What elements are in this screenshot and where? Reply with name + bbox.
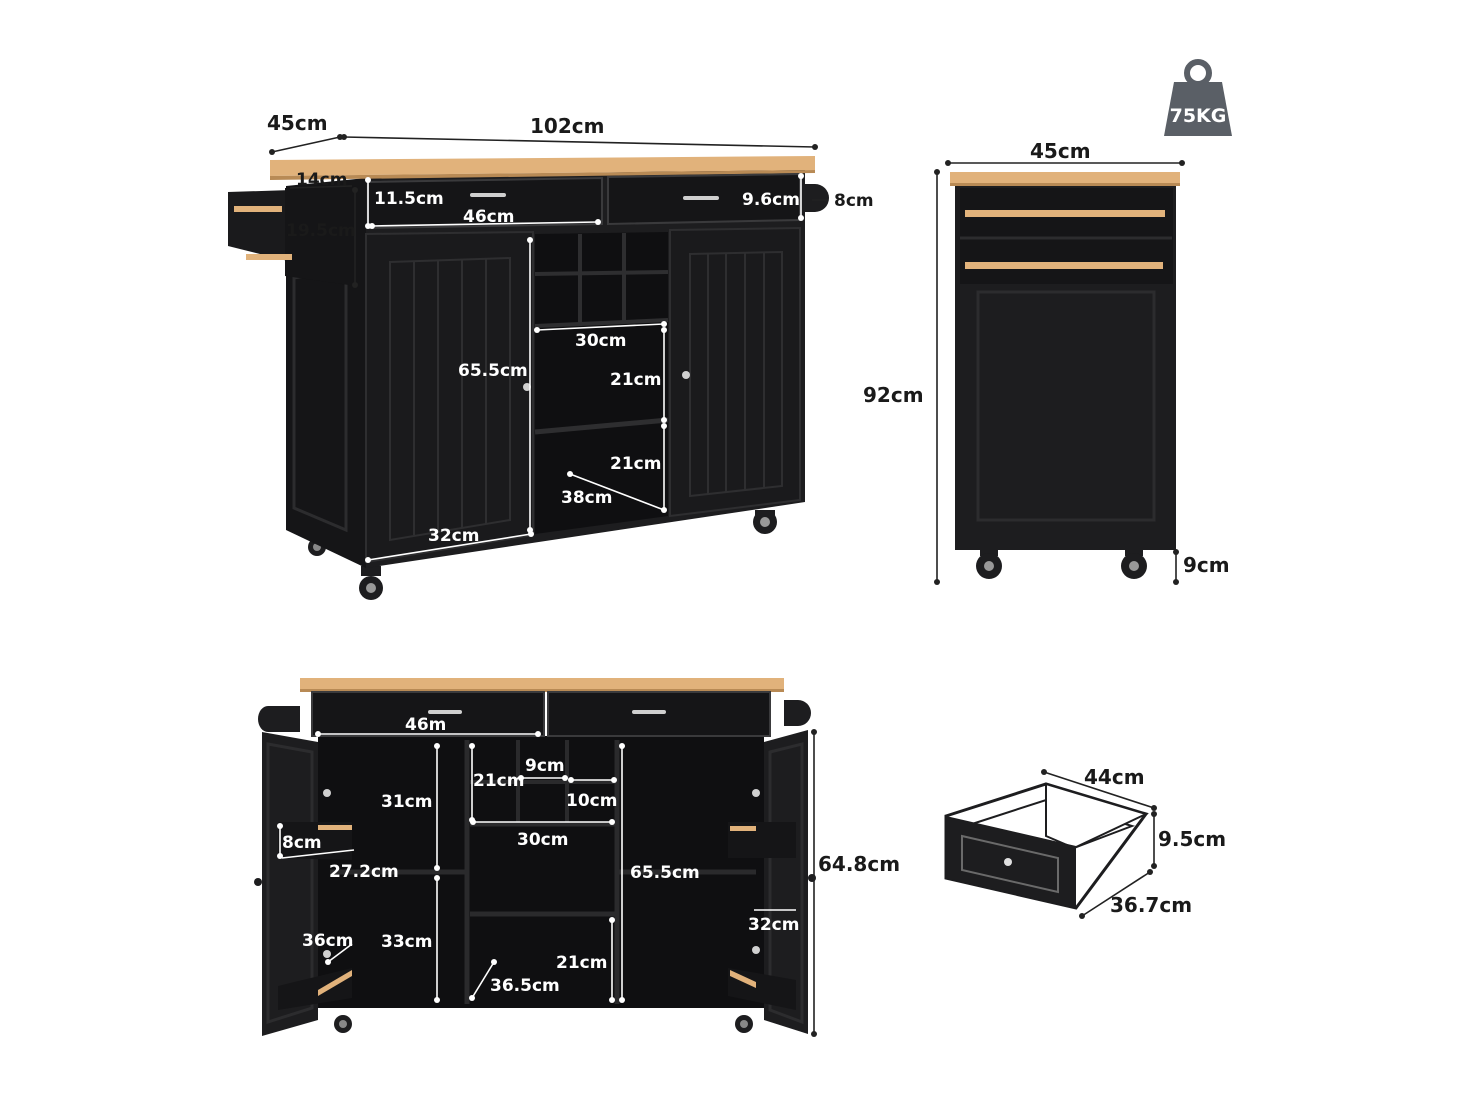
side-wheel-right: [1121, 548, 1147, 579]
drawer-handle-icon: [683, 196, 719, 200]
left-upper-label: 31cm: [381, 792, 432, 812]
wine-height-label: 21cm: [473, 771, 524, 791]
weight-kettlebell-icon: 75KG: [1164, 59, 1232, 136]
side-wheel-left: [976, 548, 1002, 579]
door-knob-icon: [323, 789, 331, 797]
open-drawer-width-label: 46m: [405, 715, 446, 735]
drawer-width-label: 44cm: [1084, 765, 1145, 789]
spice-rack: [228, 186, 356, 286]
weight-label: 75KG: [1170, 105, 1227, 127]
drawer-handle-icon: [632, 710, 666, 714]
drawer-handle-icon: [428, 710, 462, 714]
open-view: 46m 21cm 9cm 10cm 31cm 30cm 8cm 27.2cm 6…: [254, 678, 900, 1037]
side-view: 45cm 92cm 9cm: [863, 139, 1230, 585]
open-wine-rack: [470, 740, 615, 824]
shelf-height-1-label: 21cm: [610, 370, 661, 390]
open-countertop: [300, 678, 784, 690]
wine-rack: [534, 233, 669, 328]
door-knob-icon: [682, 371, 690, 379]
towel-bar-label: 8cm: [834, 191, 874, 211]
side-wheel-height-label: 9cm: [1183, 553, 1230, 577]
center-height-label: 65.5cm: [630, 863, 700, 883]
shelf-height-2-label: 21cm: [610, 454, 661, 474]
center-shelf-width-label: 30cm: [517, 830, 568, 850]
front-width-label: 102cm: [530, 114, 604, 138]
front-countertop: [270, 156, 815, 176]
towel-bar: [805, 184, 829, 212]
side-towel-bar-upper: [965, 210, 1165, 217]
front-wheel-right: [753, 510, 777, 534]
open-door-right: [764, 730, 808, 1034]
center-depth-label: 36.5cm: [490, 976, 560, 996]
front-depth-label: 45cm: [267, 111, 328, 135]
shelf-depth-label: 38cm: [561, 488, 612, 508]
drawer-handle-icon: [470, 193, 506, 197]
door-knob-icon: [752, 789, 760, 797]
door-knob-icon: [523, 383, 531, 391]
drawer-width-label: 46cm: [463, 207, 514, 227]
open-drawer-left: [311, 691, 545, 737]
front-open-shelf: [535, 232, 668, 534]
drawer-depth-label: 36.7cm: [1110, 893, 1192, 917]
side-height-label: 92cm: [863, 383, 924, 407]
wine-cell-label: 10cm: [566, 791, 617, 811]
left-lower-label: 33cm: [381, 932, 432, 952]
door-height-label: 65.5cm: [458, 361, 528, 381]
front-wheel-center-left: [359, 566, 383, 600]
side-width-label: 45cm: [1030, 139, 1091, 163]
door-rack-label: 8cm: [282, 833, 322, 853]
door-width-label: 32cm: [428, 526, 479, 546]
open-wheel-right: [735, 1015, 753, 1033]
wine-width-label: 9cm: [525, 756, 565, 776]
drawer-height-right-label: 9.6cm: [742, 190, 800, 210]
overall-height-label: 64.8cm: [818, 852, 900, 876]
open-wheel-left: [334, 1015, 352, 1033]
open-door-left: [262, 732, 318, 1036]
front-view: 45cm 102cm 14cm 19.5cm 11.5cm 46cm 9.6cm…: [228, 111, 874, 600]
side-towel-bar-lower: [965, 262, 1163, 269]
drawer-view: 44cm 9.5cm 36.7cm: [944, 765, 1226, 919]
open-interior-shelves: [330, 740, 756, 1004]
shelf-width-label: 30cm: [575, 331, 626, 351]
drawer-knob-icon: [1004, 858, 1012, 866]
drawer-height-label: 9.5cm: [1158, 827, 1226, 851]
center-lower-label: 21cm: [556, 953, 607, 973]
open-dimension-lines: [277, 729, 817, 1037]
front-door-right: [669, 226, 801, 518]
drawer-height-label: 11.5cm: [374, 189, 444, 209]
left-depth-label: 27.2cm: [329, 862, 399, 882]
left-inner-depth-label: 36cm: [302, 931, 353, 951]
front-door-left: [365, 230, 534, 564]
door-knob-icon: [752, 946, 760, 954]
right-door-rack-label: 32cm: [748, 915, 799, 935]
door-knob-icon: [323, 950, 331, 958]
side-countertop: [950, 172, 1180, 184]
rack-height-label: 19.5cm: [286, 221, 356, 241]
rack-width-label: 14cm: [296, 170, 347, 190]
front-dimension-lines: [269, 134, 828, 563]
